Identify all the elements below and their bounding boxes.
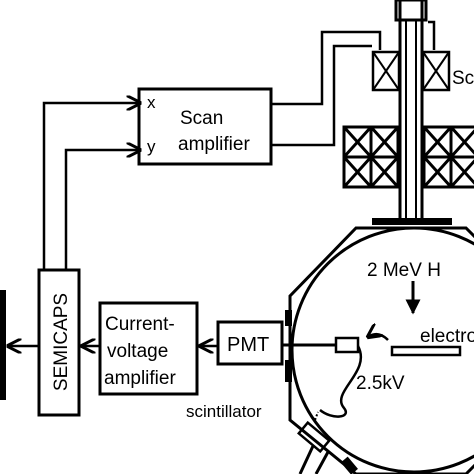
wire-to-coil-lower: [271, 44, 372, 147]
cv-label-2: voltage: [107, 341, 168, 362]
cv-label-1: Current-: [105, 314, 175, 335]
chamber-port-left-2: [285, 360, 292, 382]
chamber-port-br: [340, 456, 358, 474]
beam-tube-top: [394, 0, 428, 22]
lens-coil-left: [342, 125, 400, 189]
scan-amplifier-box: [137, 87, 273, 166]
pmt-label: PMT: [227, 334, 269, 356]
scintillator: [334, 336, 360, 354]
sample: [390, 345, 462, 357]
current-voltage-amplifier-box: [98, 301, 199, 396]
hv-wire: [319, 345, 362, 418]
pmt-box: [216, 320, 284, 366]
scan-coil-left: [371, 50, 401, 92]
wire-y-input: [64, 150, 140, 270]
wire-to-coil-upper: [271, 30, 382, 106]
chamber-port-bottom: [297, 420, 331, 454]
lens-coil-right: [422, 125, 474, 189]
scintillator-label: scintillator: [186, 402, 262, 421]
electron-arrow: [368, 334, 389, 341]
scan-x-label: x: [147, 93, 156, 112]
scan-amplifier-label-1: Scan: [180, 108, 223, 129]
tube-flange: [372, 218, 452, 225]
semicaps-box: [37, 268, 81, 417]
scan-coils-label: Sc: [452, 68, 474, 89]
beam-tube: [398, 0, 424, 224]
voltage-label: 2.5kV: [356, 373, 405, 394]
wire-x-input: [42, 103, 140, 270]
semicaps-label: SEMICAPS: [51, 293, 72, 391]
chamber-port-bottom-tube: [298, 445, 315, 474]
scintillator-pointer: [314, 411, 319, 421]
chamber-port-bottom-tube-2: [314, 451, 330, 474]
beam-label: 2 MeV H: [367, 260, 441, 281]
display-stub: [0, 290, 6, 400]
scan-coil-right: [421, 50, 451, 92]
chamber-port-left: [285, 310, 292, 326]
vacuum-chamber: [288, 226, 474, 474]
scan-y-label: y: [147, 137, 156, 156]
cv-label-3: amplifier: [104, 368, 176, 389]
scan-amplifier-label-2: amplifier: [178, 134, 250, 155]
chamber-inner-circle: [290, 226, 474, 474]
wire-coil-loop: [428, 20, 436, 50]
electrons-label: electro: [420, 326, 474, 347]
